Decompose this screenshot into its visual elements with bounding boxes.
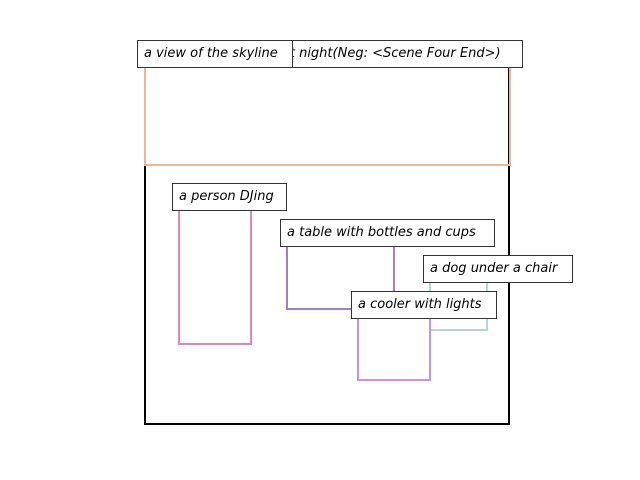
region-label-table: a table with bottles and cups: [280, 219, 495, 247]
region-box-skyline: [144, 54, 511, 166]
region-label-cooler: a cooler with lights: [351, 291, 497, 319]
region-label-dog: a dog under a chair: [423, 255, 573, 283]
region-label-skyline: a view of the skyline: [137, 40, 293, 68]
region-label-dj: a person DJing: [172, 183, 287, 211]
region-box-dj: [178, 197, 252, 345]
